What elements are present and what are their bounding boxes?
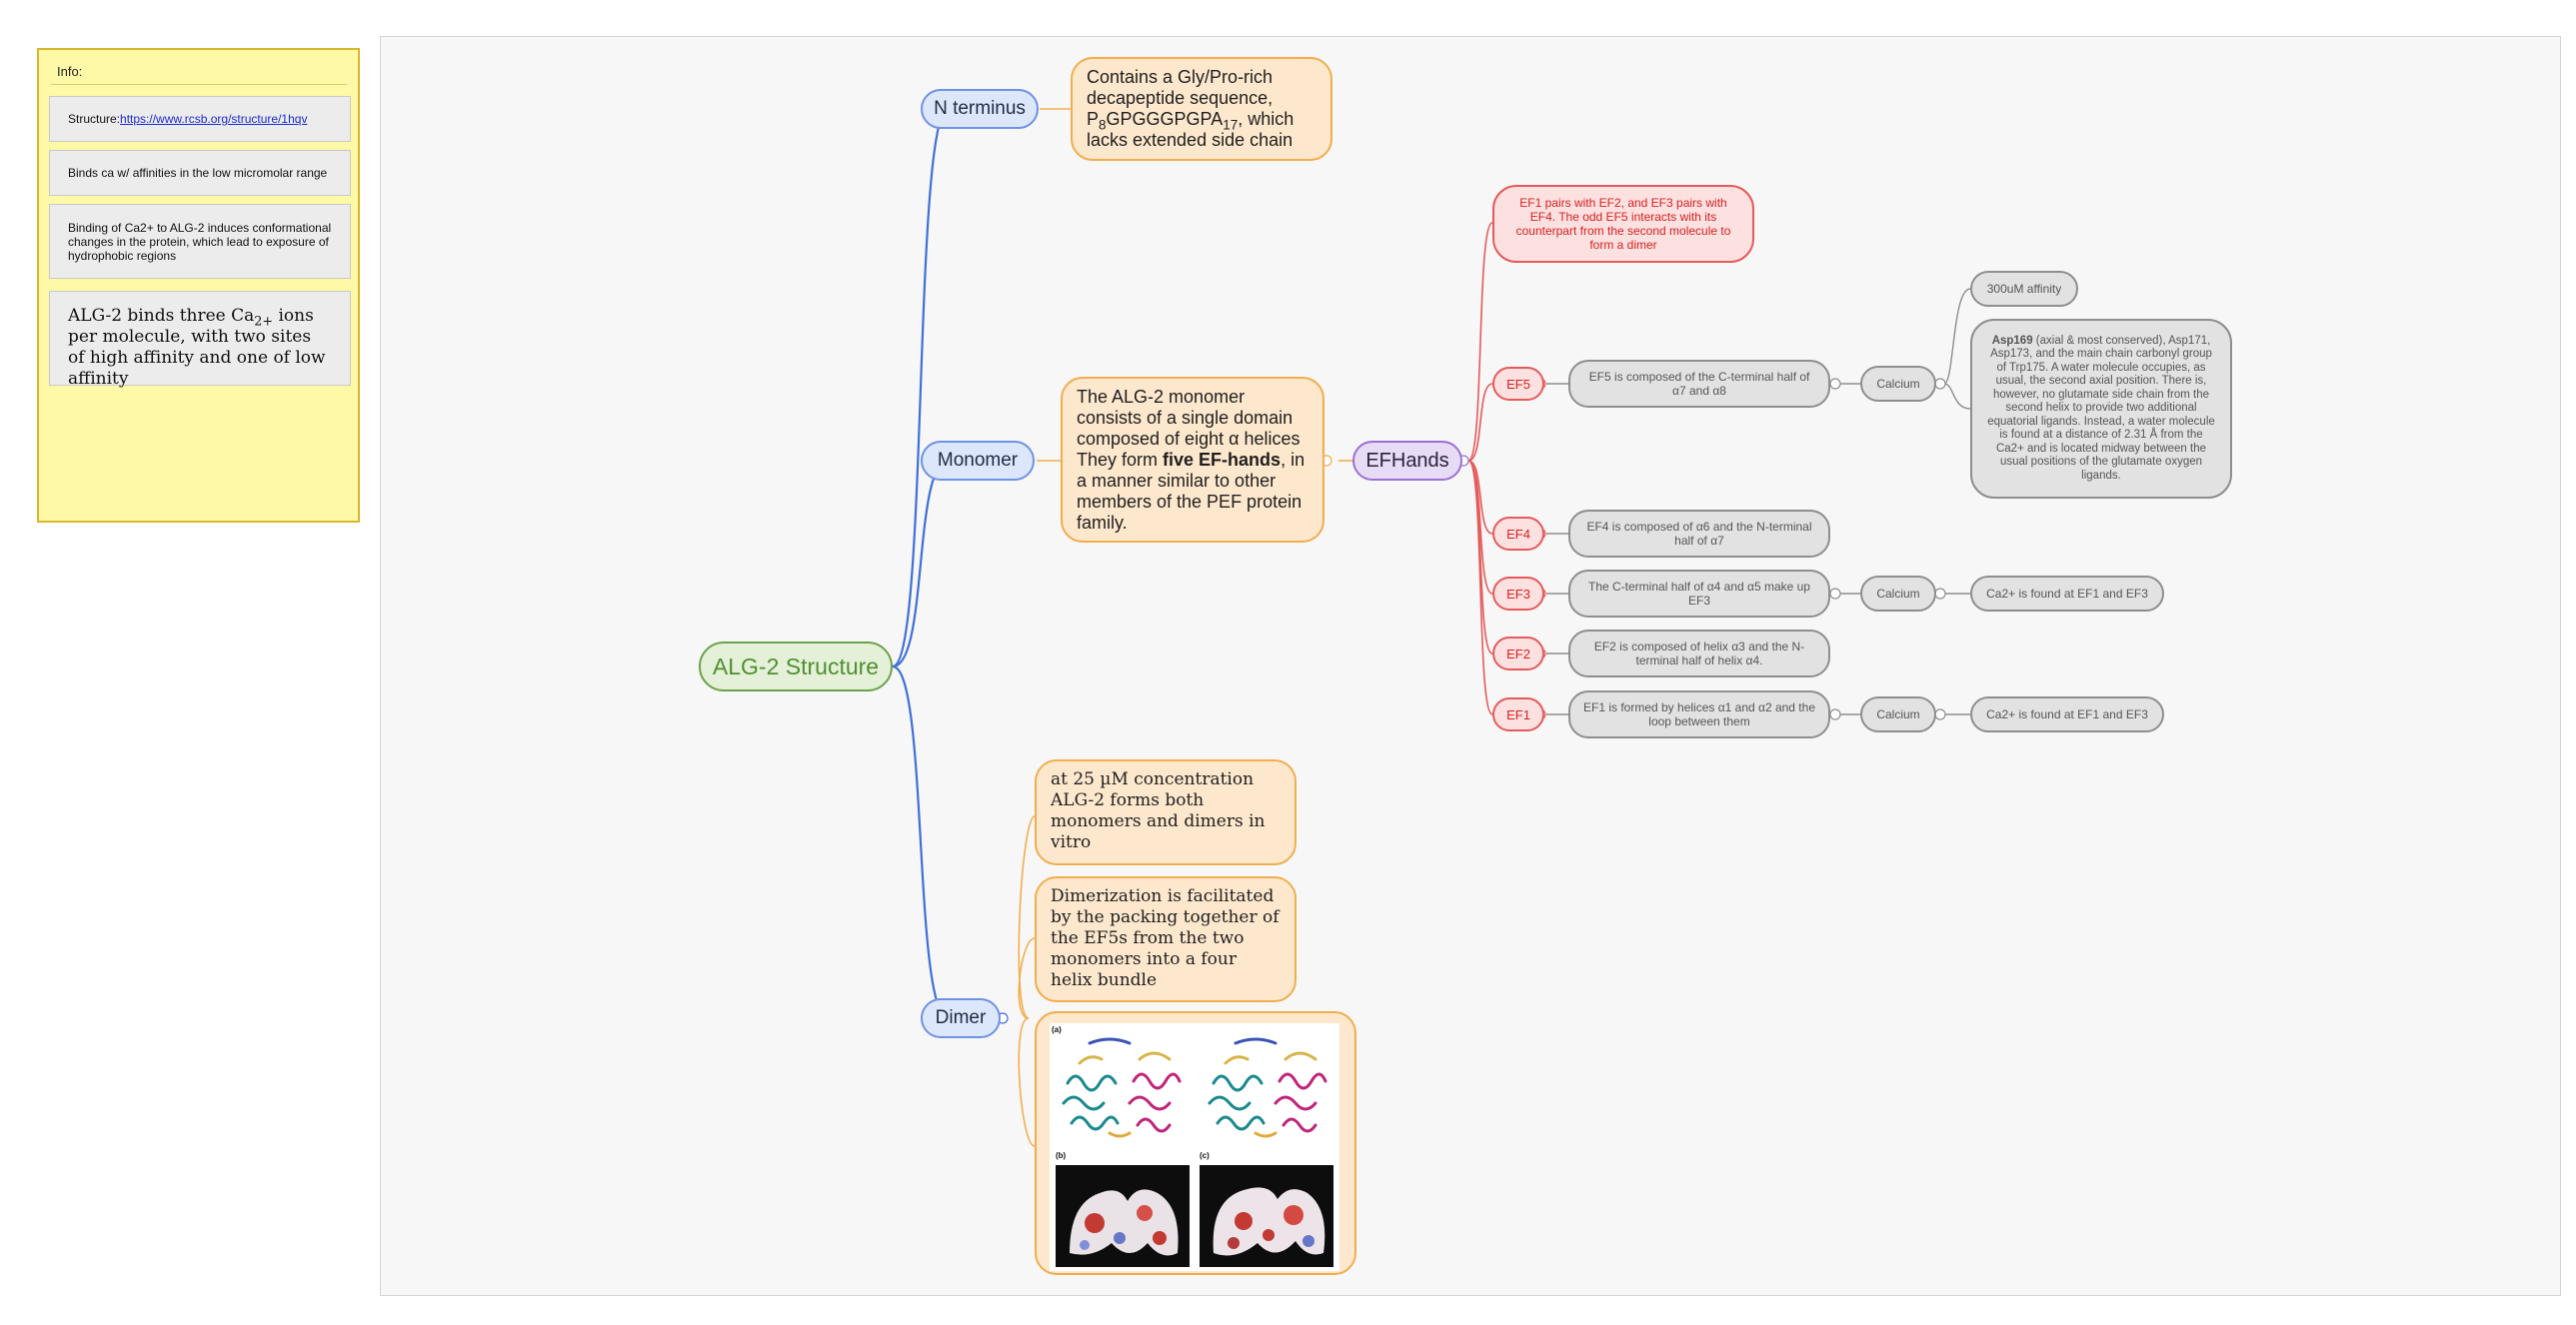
info-note-affinity: Binds ca w/ affinities in the low microm… [49,150,351,196]
link-efhands-ef1 [1467,460,1493,715]
info-divider [51,84,347,85]
ef5-detail-text: (axial & most conserved), Asp171, Asp173… [1987,334,2215,482]
efhands-node[interactable]: EFHands [1352,441,1462,481]
dimer-packing-node[interactable]: Dimerization is facilitated by the packi… [1035,876,1296,1002]
info-title: Info: [57,64,83,79]
monomer-text-a: The ALG-2 monomer consists of a single d… [1077,386,1300,470]
link-dimer-packing [1018,937,1036,1019]
ef-pairing-node[interactable]: EF1 pairs with EF2, and EF3 pairs with E… [1492,185,1754,263]
dimer-node[interactable]: Dimer [921,998,1001,1038]
protein-ribbon-image [1056,1037,1333,1267]
n-terminus-detail-node[interactable]: Contains a Gly/Pro-rich decapeptide sequ… [1071,57,1332,161]
nterm-text-b: GPGGGPGPA [1106,109,1224,129]
link-root-monomer [892,459,950,668]
ef1-desc-node[interactable]: EF1 is formed by helices α1 and α2 and t… [1568,690,1830,738]
monomer-node[interactable]: Monomer [921,441,1035,481]
ef3-node[interactable]: EF3 [1492,577,1544,611]
info-note-binding-sites: ALG-2 binds three Ca2+ ions per molecule… [49,291,351,389]
ef4-desc-node[interactable]: EF4 is composed of α6 and the N-terminal… [1568,510,1830,558]
dimer-figure-node[interactable]: (a) (b) (c) [1035,1011,1356,1275]
n-terminus-node[interactable]: N terminus [921,89,1039,129]
ef5-affinity-node[interactable]: 300uM affinity [1970,271,2078,307]
figure-label-a: (a) [1052,1025,1062,1034]
structure-link[interactable]: https://www.rcsb.org/structure/1hqv [120,112,308,126]
info-structure-card: Structure:https://www.rcsb.org/structure… [49,96,351,142]
info-panel: Info: Structure:https://www.rcsb.org/str… [37,48,360,523]
nterm-sub2: 17 [1223,117,1239,133]
root-node[interactable]: ALG-2 Structure [699,642,893,691]
ef1-calcium-node[interactable]: Calcium [1860,696,1936,732]
note3-text-b: ions per molecule, with two sites of hig… [68,306,326,389]
dimer-concentration-node[interactable]: at 25 µM concentration ALG-2 forms both … [1035,759,1296,865]
link-dimer-figure [1018,1017,1036,1147]
info-note-conformation: Binding of Ca2+ to ALG-2 induces conform… [49,204,351,279]
structure-figure: (a) (b) (c) [1050,1023,1339,1271]
ef1-node[interactable]: EF1 [1492,697,1544,731]
ef5-calcium-node[interactable]: Calcium [1860,366,1936,402]
ef5-node[interactable]: EF5 [1492,367,1544,401]
ef5-ligand-detail-node[interactable]: Asp169 (axial & most conserved), Asp171,… [1970,319,2232,499]
link-root-nterminus [892,107,950,668]
link-root-dimer [892,664,950,1020]
nterm-sub1: 8 [1099,117,1107,133]
structure-label: Structure: [68,112,121,126]
note3-text-a: ALG-2 binds three Ca [68,306,255,326]
note3-superscript: 2+ [254,314,274,330]
ef5-desc-node[interactable]: EF5 is composed of the C-terminal half o… [1568,360,1830,408]
ef5-detail-bold: Asp169 [1991,334,2033,347]
monomer-text-b: , in a manner similar to other members o… [1077,449,1305,533]
ef3-calcium-node[interactable]: Calcium [1860,576,1936,612]
ef2-desc-node[interactable]: EF2 is composed of helix α3 and the N-te… [1568,630,1830,677]
figure-label-c: (c) [1200,1151,1210,1160]
link-efhands-ef5 [1467,383,1493,462]
link-efhands-pairing [1467,222,1493,462]
ef3-desc-node[interactable]: The C-terminal half of α4 and α5 make up… [1568,570,1830,618]
monomer-detail-node[interactable]: The ALG-2 monomer consists of a single d… [1061,377,1324,543]
link-efhands-ef4 [1467,460,1493,535]
ef2-node[interactable]: EF2 [1492,637,1544,670]
nterm-text-a: Contains a Gly/Pro-rich decapeptide sequ… [1087,67,1274,129]
ef4-node[interactable]: EF4 [1492,517,1544,551]
nterm-text-c: , which lacks extended side chain [1087,109,1294,150]
ef1-ca-note-node[interactable]: Ca2+ is found at EF1 and EF3 [1970,696,2164,732]
link-dimer-conc [1018,815,1036,1019]
ef3-ca-note-node[interactable]: Ca2+ is found at EF1 and EF3 [1970,576,2164,612]
figure-label-b: (b) [1056,1151,1067,1160]
monomer-text-bold: five EF-hands [1163,449,1282,470]
link-efhands-ef2 [1467,460,1493,655]
mindmap-canvas[interactable]: ALG-2 Structure N terminus Contains a Gl… [380,36,2561,1296]
